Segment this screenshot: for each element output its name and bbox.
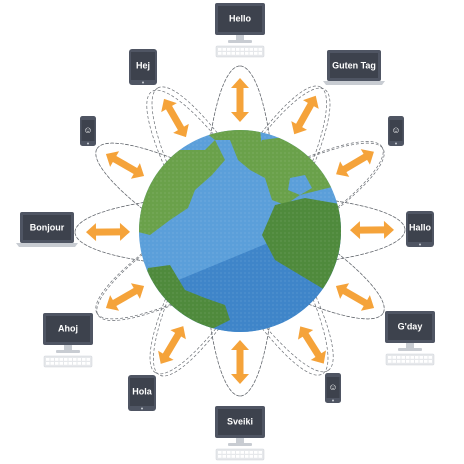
orbit-ellipse xyxy=(153,85,327,377)
keyboard-icon xyxy=(215,45,265,58)
device-desktop-left-lower[interactable]: Ahoj xyxy=(43,313,93,368)
orbit-ellipse xyxy=(95,142,385,320)
device-label: Ahoj xyxy=(58,323,78,333)
double-arrow-icon xyxy=(350,220,394,240)
device-tablet-top-left[interactable]: Hej xyxy=(129,49,157,85)
device-phone-left-upper[interactable]: ☺ xyxy=(80,116,96,146)
double-arrow-icon xyxy=(158,326,186,364)
device-tablet-bottom-left[interactable]: Hola xyxy=(128,375,156,411)
double-arrow-icon xyxy=(297,326,327,364)
device-label: Bonjour xyxy=(30,222,65,232)
device-laptop-left[interactable]: Bonjour xyxy=(16,212,78,247)
device-phone-bottom-right2[interactable]: ☺ xyxy=(325,373,341,403)
double-arrow-icon xyxy=(291,95,319,135)
orbit-ellipse xyxy=(203,65,277,397)
device-desktop-top[interactable]: Hello xyxy=(215,3,265,58)
connection-arrows xyxy=(86,78,394,384)
device-label: Hallo xyxy=(409,222,432,232)
device-desktop-bottom[interactable]: Sveiki xyxy=(215,406,265,461)
double-arrow-icon xyxy=(161,98,189,138)
double-arrow-icon xyxy=(231,340,249,384)
double-arrow-icon xyxy=(335,283,375,311)
keyboard-icon xyxy=(385,353,435,366)
smiley-icon: ☺ xyxy=(83,125,92,135)
device-tablet-right[interactable]: Hallo xyxy=(406,211,434,247)
device-label: Hello xyxy=(229,13,252,23)
orbit-ellipse xyxy=(203,65,277,397)
device-label: Guten Tag xyxy=(332,60,376,70)
device-phone-right-upper[interactable]: ☺ xyxy=(388,116,404,146)
orbit-ellipse xyxy=(74,194,406,268)
double-arrow-icon xyxy=(336,149,374,177)
double-arrow-icon xyxy=(105,151,145,179)
double-arrow-icon xyxy=(86,222,130,242)
double-arrow-icon xyxy=(231,78,249,122)
device-desktop-bottom-right[interactable]: G'day xyxy=(385,311,435,366)
smiley-icon: ☺ xyxy=(328,382,337,392)
orbit-ellipse xyxy=(74,194,406,268)
device-label: Hola xyxy=(132,386,152,396)
orbit-ellipse xyxy=(146,89,334,373)
keyboard-icon xyxy=(215,448,265,461)
device-label: Sveiki xyxy=(227,416,253,426)
globe-icon xyxy=(139,130,341,332)
orbit-ellipse xyxy=(95,142,385,320)
device-laptop-top-right[interactable]: Guten Tag xyxy=(323,50,385,85)
orbit-ellipse xyxy=(151,86,329,376)
double-arrow-icon xyxy=(105,283,145,311)
keyboard-icon xyxy=(43,355,93,368)
device-label: G'day xyxy=(398,321,423,331)
device-label: Hej xyxy=(136,60,150,70)
smiley-icon: ☺ xyxy=(391,125,400,135)
